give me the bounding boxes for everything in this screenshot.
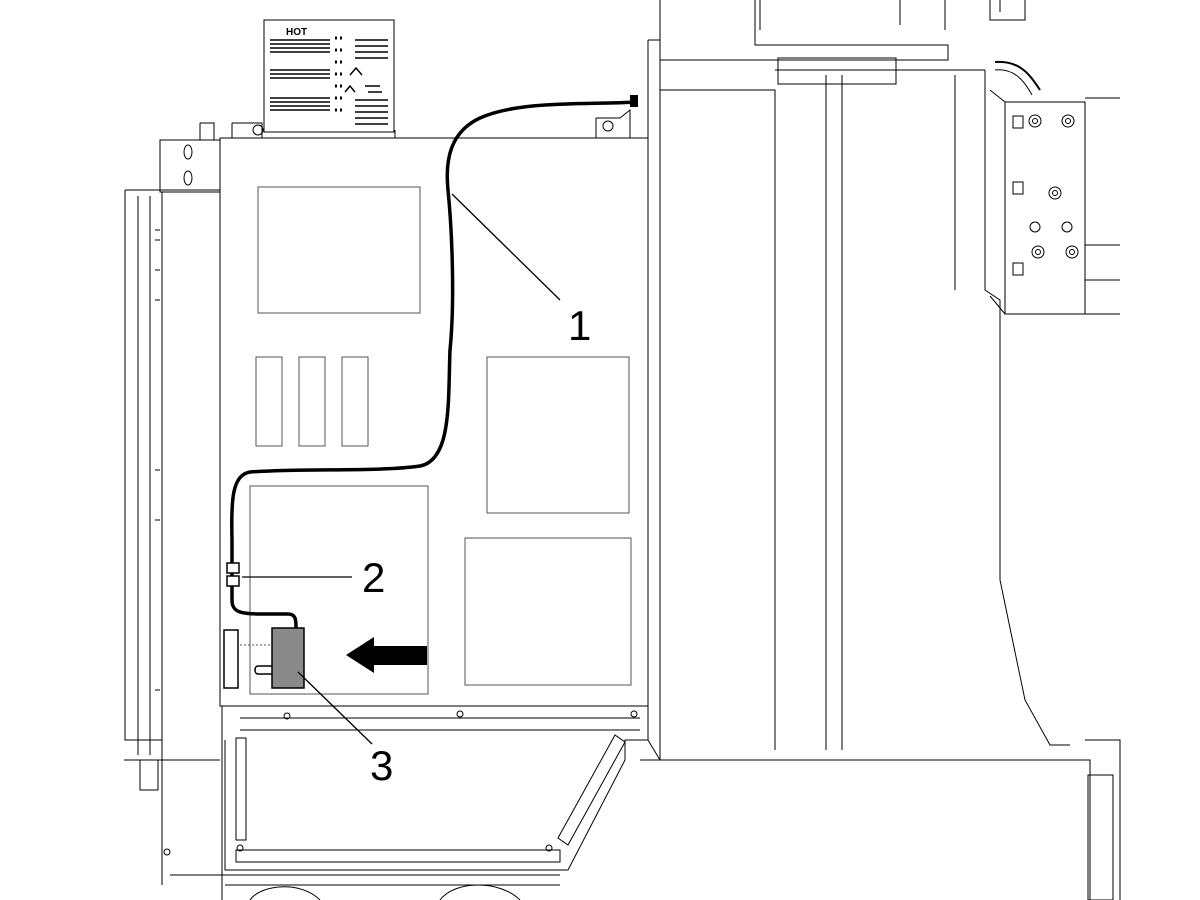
panel-cutouts <box>249 186 632 695</box>
base-frame <box>221 705 1121 900</box>
callout-1-label: 1 <box>568 302 591 349</box>
cable <box>230 100 638 630</box>
module <box>223 627 305 689</box>
module-body <box>271 627 305 689</box>
cable-clip <box>226 562 240 587</box>
callout-2-label: 2 <box>362 554 385 601</box>
callout-3-label: 3 <box>370 742 393 789</box>
cabinet-panel <box>219 137 649 707</box>
leader-lines <box>242 193 561 745</box>
board-logo: HOT <box>286 27 307 38</box>
machine-frame <box>124 0 1121 900</box>
direction-arrow <box>346 637 427 673</box>
circuit-board: HOT <box>263 19 395 133</box>
right-column <box>647 0 1070 760</box>
cable-connector <box>630 95 638 107</box>
right-bracket <box>989 89 1120 315</box>
left-side-column <box>124 139 221 885</box>
